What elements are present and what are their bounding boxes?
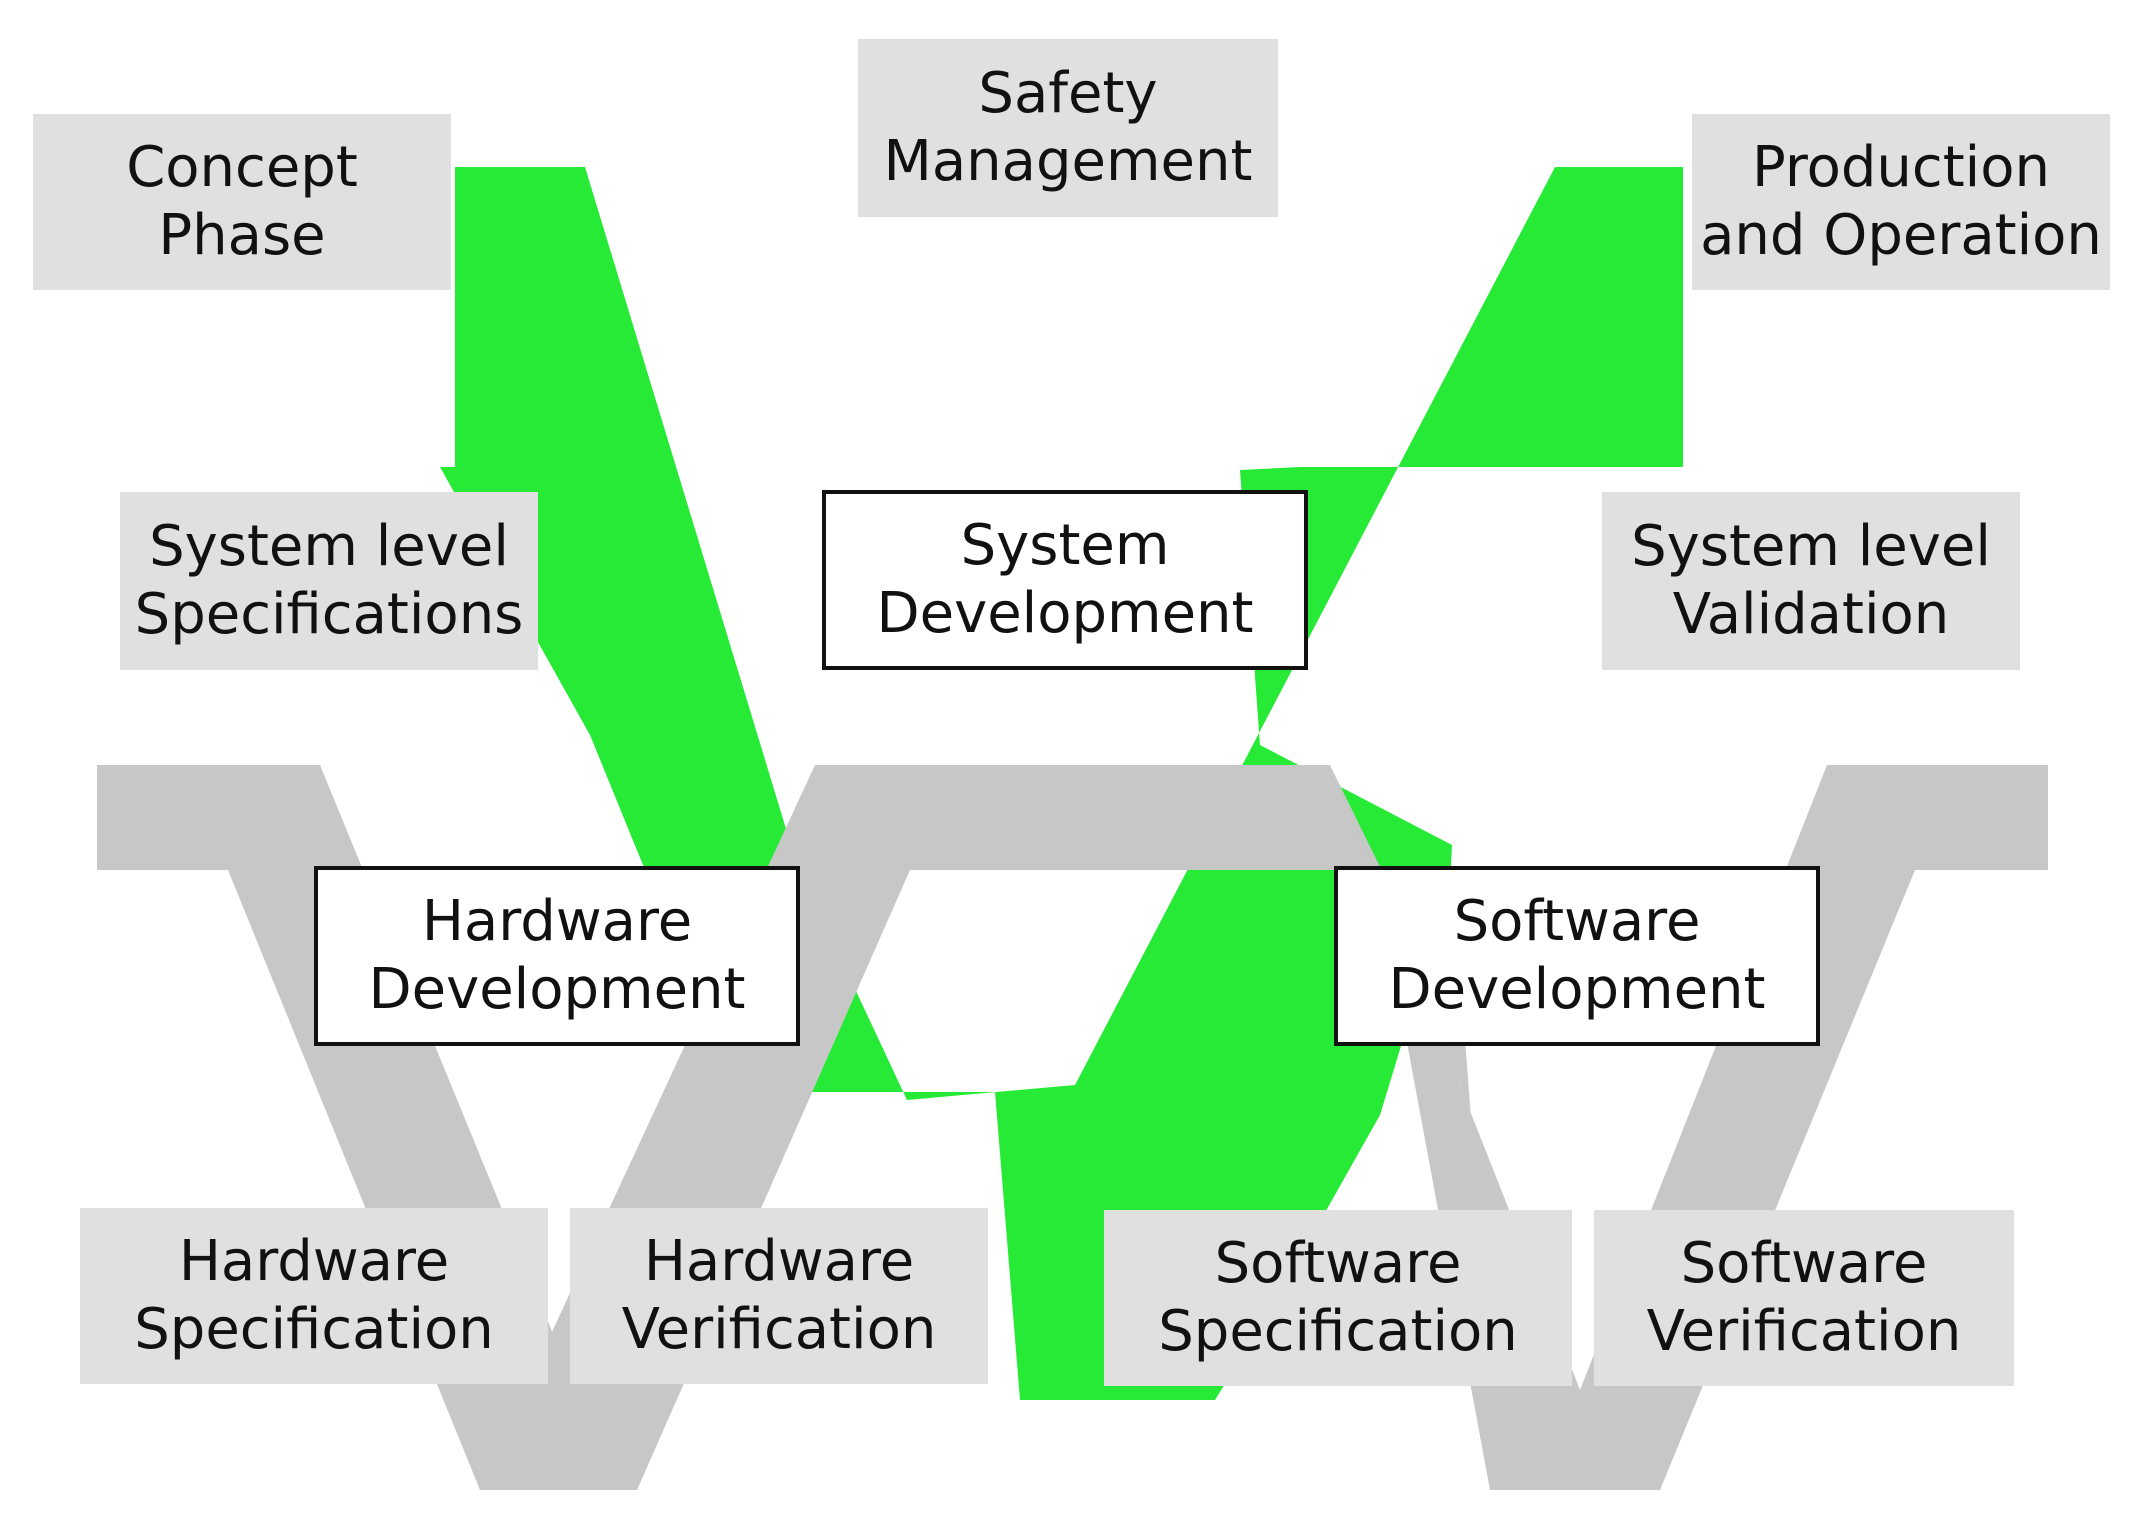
system-specifications-box: System level Specifications xyxy=(120,492,538,670)
software-specification-box: Software Specification xyxy=(1104,1210,1572,1386)
software-specification-line1: Software xyxy=(1214,1231,1462,1296)
hardware-development-line1: Hardware xyxy=(421,889,693,954)
hardware-verification-line2: Verification xyxy=(621,1297,937,1362)
system-development-line2: Development xyxy=(876,581,1254,646)
production-operation-box: Production and Operation xyxy=(1692,114,2110,290)
hardware-verification-line1: Hardware xyxy=(643,1229,915,1294)
system-v-top-right xyxy=(1556,167,1683,467)
system-v-left-arm xyxy=(230,167,1556,1400)
hardware-development-box: Hardware Development xyxy=(314,866,800,1046)
software-verification-line2: Verification xyxy=(1646,1299,1962,1364)
software-specification-line2: Specification xyxy=(1158,1299,1518,1364)
system-specifications-line2: Specifications xyxy=(134,582,524,647)
system-validation-line2: Validation xyxy=(1672,582,1950,647)
system-v-shape xyxy=(230,167,1683,1400)
system-development-line1: System xyxy=(960,513,1170,578)
safety-management-line2: Management xyxy=(883,129,1253,194)
system-development-box: System Development xyxy=(822,490,1308,670)
production-operation-line2: and Operation xyxy=(1700,203,2102,268)
hardware-verification-box: Hardware Verification xyxy=(570,1208,988,1384)
concept-phase-box: Concept Phase xyxy=(33,114,451,290)
software-development-line2: Development xyxy=(1388,957,1766,1022)
hardware-development-line2: Development xyxy=(368,957,746,1022)
software-development-line1: Software xyxy=(1453,889,1701,954)
system-specifications-line1: System level xyxy=(149,514,509,579)
system-v-top-left xyxy=(455,167,582,467)
production-operation-line1: Production xyxy=(1752,135,2050,200)
concept-phase-line2: Phase xyxy=(158,203,326,268)
software-verification-line1: Software xyxy=(1680,1231,1928,1296)
system-validation-line1: System level xyxy=(1631,514,1991,579)
software-development-box: Software Development xyxy=(1334,866,1820,1046)
safety-management-box: Safety Management xyxy=(858,39,1278,217)
hardware-specification-line1: Hardware xyxy=(178,1229,450,1294)
system-validation-box: System level Validation xyxy=(1602,492,2020,670)
concept-phase-line1: Concept xyxy=(126,135,358,200)
hardware-specification-box: Hardware Specification xyxy=(80,1208,548,1384)
hardware-specification-line2: Specification xyxy=(134,1297,494,1362)
software-verification-box: Software Verification xyxy=(1594,1210,2014,1386)
safety-management-line1: Safety xyxy=(978,61,1158,126)
connector-bar xyxy=(815,765,1375,870)
